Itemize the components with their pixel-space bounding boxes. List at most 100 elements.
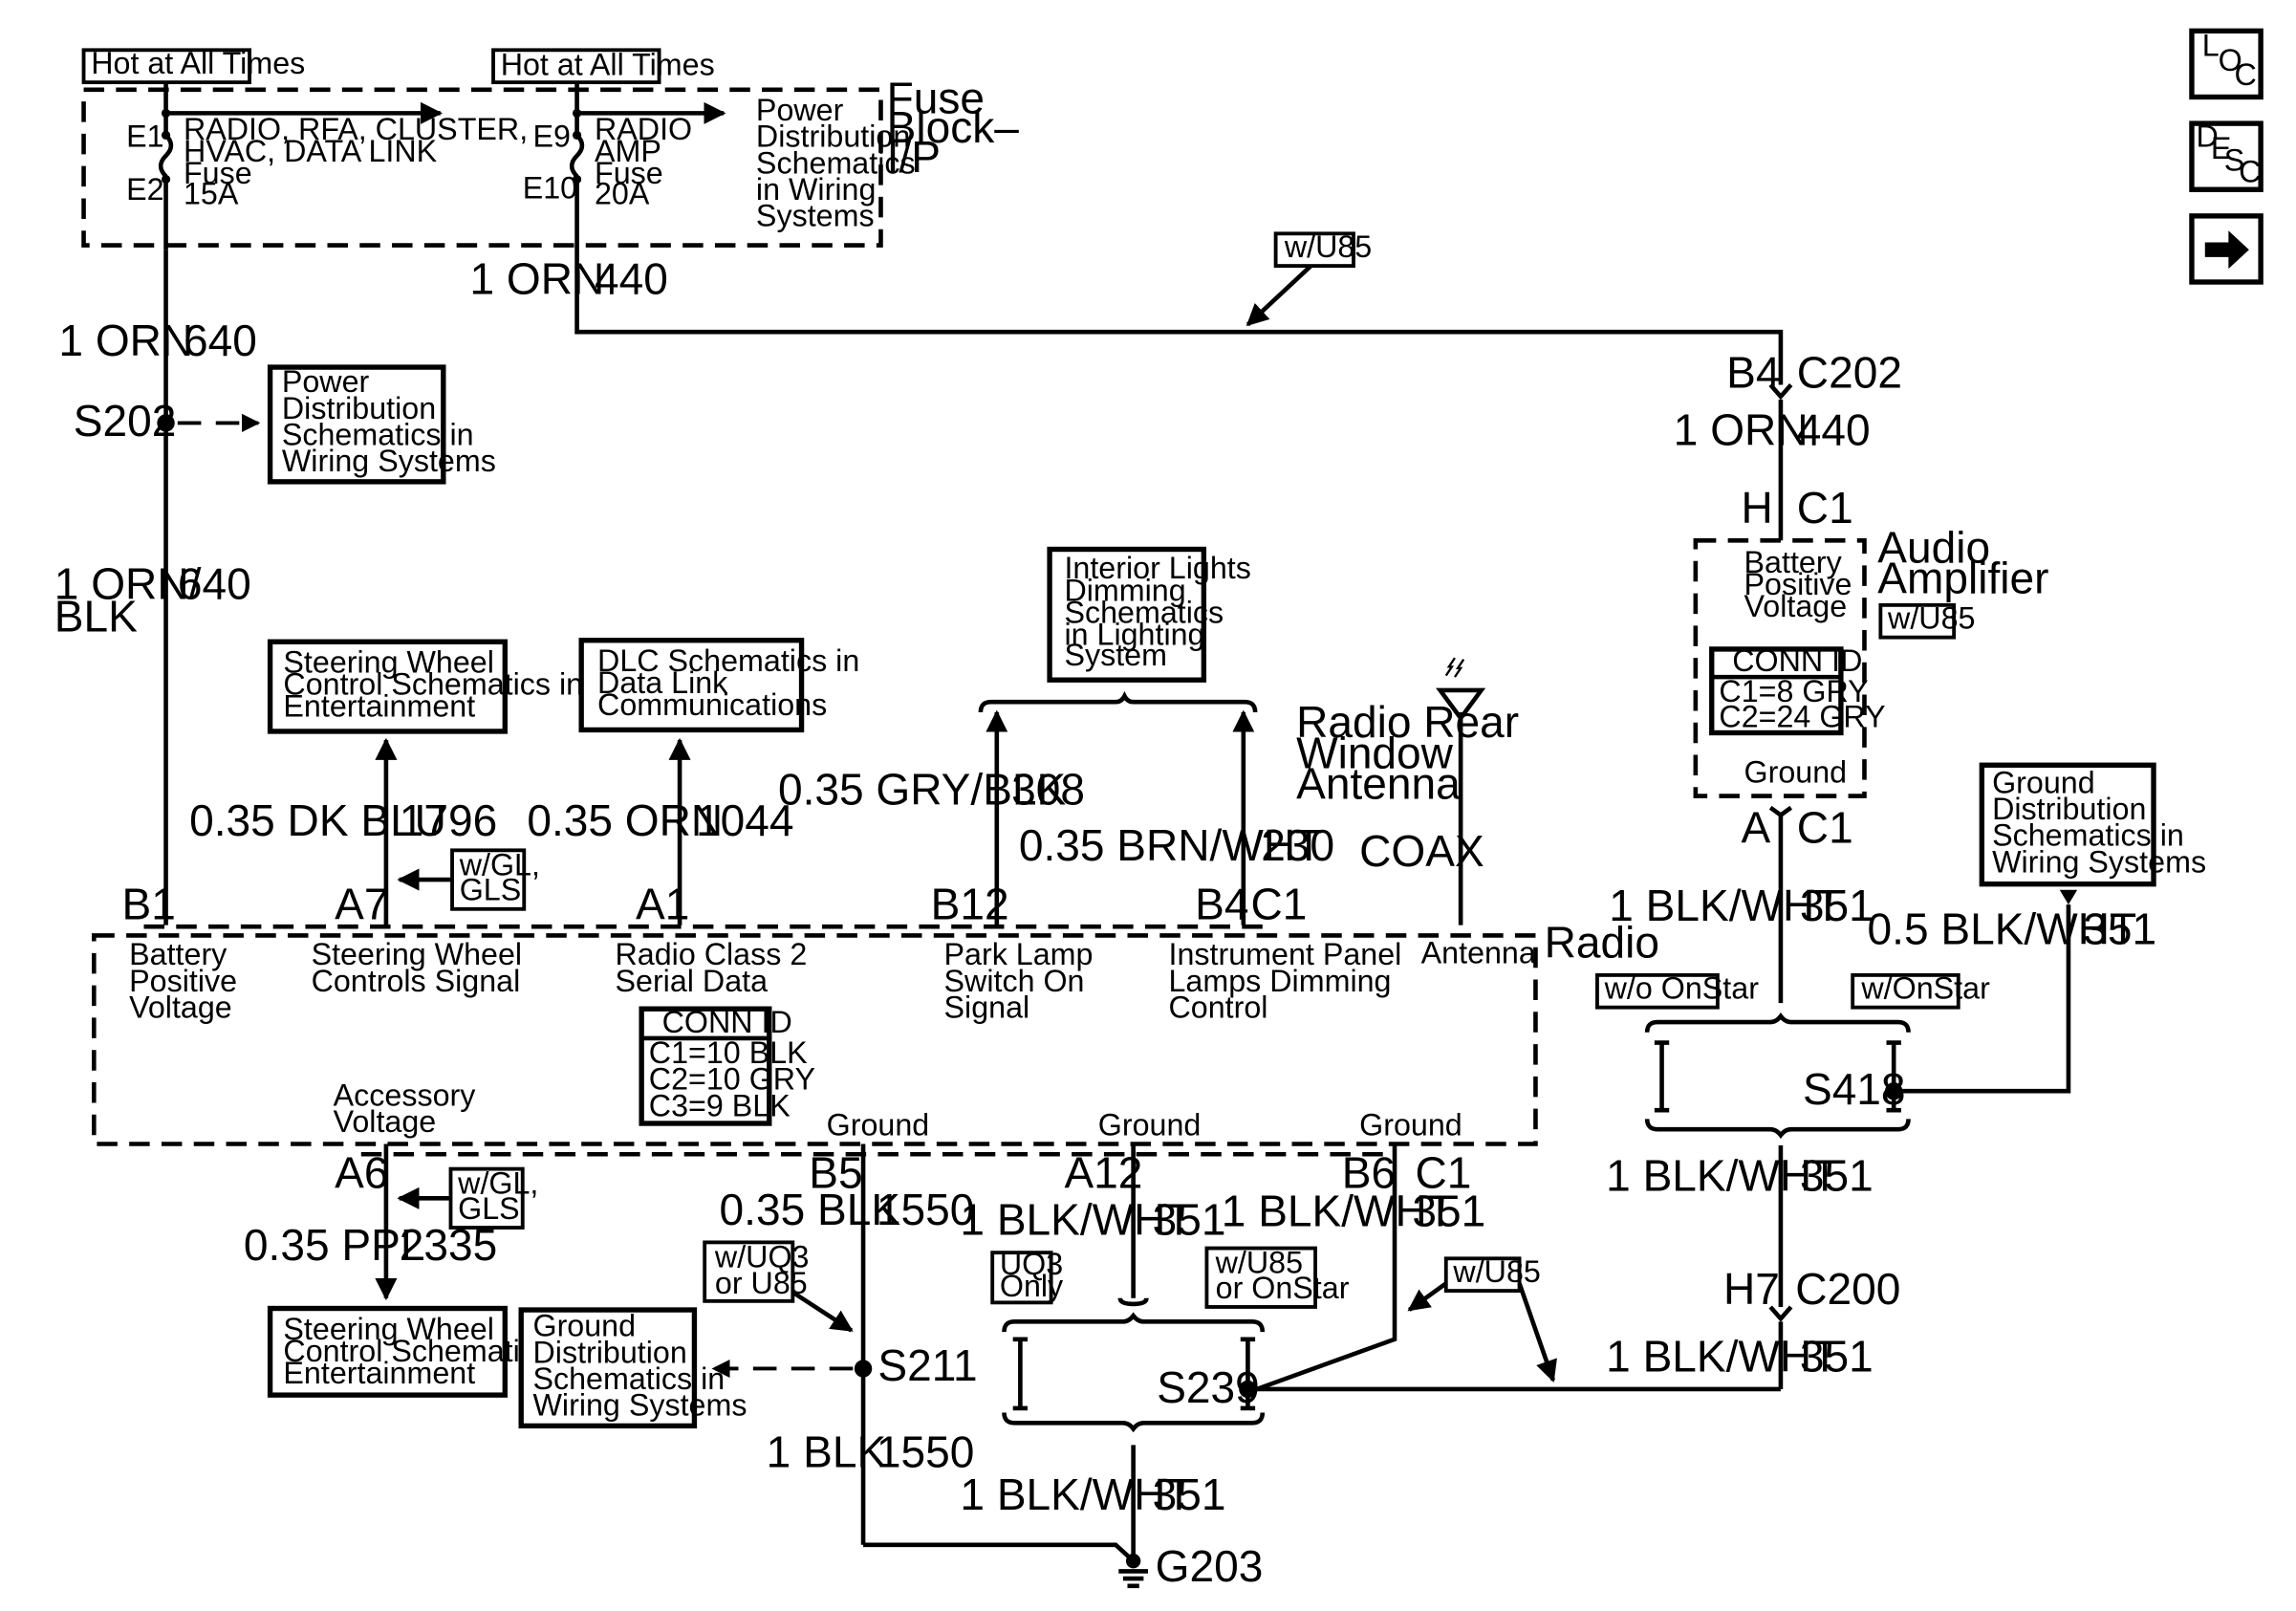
amp-title: Audio bbox=[1877, 522, 1990, 572]
ref-text[interactable]: DLC Schematics in bbox=[597, 643, 859, 678]
ref-text[interactable]: in Lighting bbox=[1064, 617, 1204, 651]
ref-box-steering-wheel[interactable] bbox=[267, 639, 509, 734]
option-label: w/GL, bbox=[459, 847, 540, 882]
ref-text[interactable]: Power bbox=[282, 364, 370, 399]
wire-color-label: 0.35 ORN bbox=[527, 795, 723, 845]
wire-color-label: 1 BLK/WHT bbox=[960, 1469, 1192, 1519]
radio-signal-label: Serial Data bbox=[616, 964, 769, 998]
ref-text[interactable]: Control Schematics in bbox=[283, 667, 583, 702]
ref-text[interactable]: Schematics bbox=[1064, 595, 1224, 629]
ref-text[interactable]: Ground bbox=[532, 1309, 636, 1343]
ground-g203: G203 bbox=[1156, 1541, 1264, 1591]
radio-pin: B12 bbox=[931, 880, 1009, 929]
connector-id: C202 bbox=[1797, 348, 1902, 398]
wire-color-label: 1 BLK/WHT bbox=[1609, 881, 1841, 930]
ref-text[interactable]: Distribution bbox=[282, 391, 436, 425]
circuit-640: 1 ORN 640 S202 Power Distribution Schema… bbox=[54, 250, 496, 925]
radio-signal-label: Signal bbox=[944, 990, 1030, 1024]
radio-signal-label: Control bbox=[1169, 990, 1268, 1024]
connector-id: C1 bbox=[1797, 803, 1853, 853]
circuit-number: 351 bbox=[1800, 1332, 1874, 1382]
ref-text[interactable]: Steering Wheel bbox=[283, 645, 494, 680]
ref-text[interactable]: Schematics in bbox=[1992, 818, 2184, 853]
circuit-number: 640 bbox=[178, 559, 251, 609]
ref-text[interactable]: Communications bbox=[597, 687, 827, 722]
next-page-button[interactable] bbox=[2189, 213, 2264, 285]
amp-signal-label: Positive bbox=[1744, 567, 1852, 601]
connector-id: C200 bbox=[1795, 1264, 1900, 1314]
ref-text[interactable]: Distribution bbox=[532, 1335, 686, 1369]
circuit-number: 1550 bbox=[877, 1426, 974, 1476]
ref-text[interactable]: Schematics in bbox=[282, 417, 474, 451]
option-label: w/U85 bbox=[1215, 1246, 1303, 1280]
option-label: or U85 bbox=[715, 1266, 808, 1300]
splice-s418: S418 bbox=[1803, 1064, 1906, 1114]
option-label: GLS bbox=[458, 1191, 520, 1226]
radio-connector: C1 bbox=[1416, 1148, 1472, 1198]
option-label: GLS bbox=[460, 873, 522, 907]
wire-color-label: 1 ORN bbox=[1674, 404, 1809, 454]
hot-at-all-times-label-1: Hot at All Times bbox=[91, 46, 305, 80]
splice-s202: S202 bbox=[74, 396, 177, 446]
power-distribution-ref[interactable]: Systems bbox=[756, 199, 875, 233]
ref-text[interactable]: Wiring Systems bbox=[532, 1388, 747, 1423]
radio-signal-label: Ground bbox=[827, 1107, 930, 1142]
wire-color-label: BLK bbox=[54, 592, 138, 642]
ref-text[interactable]: Ground bbox=[1992, 765, 2095, 799]
coax-label: COAX bbox=[1359, 826, 1484, 876]
radio-upper-circuits: Steering Wheel Control Schematics in Ent… bbox=[189, 546, 1519, 925]
circuit-number: 351 bbox=[1153, 1195, 1226, 1245]
fuse2-rating: 20A bbox=[595, 177, 650, 211]
wire-color-label: 1 BLK/WHT bbox=[1606, 1332, 1838, 1382]
power-distribution-ref[interactable]: Distribution bbox=[756, 120, 910, 154]
ref-text[interactable]: Entertainment bbox=[283, 1356, 475, 1390]
radio-pin: B5 bbox=[809, 1148, 862, 1198]
ref-text[interactable]: Wiring Systems bbox=[1992, 844, 2206, 879]
ref-box-steering-wheel-2[interactable] bbox=[267, 1305, 509, 1398]
power-distribution-ref[interactable]: in Wiring bbox=[756, 172, 876, 207]
ref-text[interactable]: Data Link bbox=[597, 665, 728, 700]
loc-button[interactable]: L O C bbox=[2189, 28, 2264, 100]
conn-id-row: C1=10 BLK bbox=[649, 1035, 808, 1070]
loc-letter: L bbox=[2202, 28, 2220, 62]
ref-box-ground-distribution-2[interactable] bbox=[1979, 762, 2156, 887]
ref-text[interactable]: Distribution bbox=[1992, 792, 2146, 826]
desc-letter: S bbox=[2224, 142, 2245, 177]
ref-text[interactable]: Dimming bbox=[1064, 573, 1185, 607]
ref-text[interactable]: System bbox=[1064, 638, 1167, 672]
wire-color-label: 1 BLK/WHT bbox=[1606, 1151, 1838, 1201]
fuse2-label: RADIO bbox=[595, 112, 692, 146]
power-distribution-ref[interactable]: Schematics bbox=[756, 145, 916, 180]
radio-signal-label: Radio Class 2 bbox=[616, 937, 808, 971]
radio-signal-label: Steering Wheel bbox=[312, 937, 523, 971]
circuit-number: 1550 bbox=[877, 1185, 974, 1234]
ref-text[interactable]: Interior Lights bbox=[1064, 551, 1250, 585]
ref-text[interactable]: Wiring Systems bbox=[282, 444, 496, 478]
radio-signal-label: Antenna bbox=[1421, 936, 1536, 970]
ref-box-interior-lights[interactable] bbox=[1047, 546, 1207, 683]
ref-box-dlc[interactable] bbox=[578, 638, 805, 733]
fuse-block-title: Block– bbox=[887, 102, 1020, 152]
desc-button[interactable]: D E S C bbox=[2189, 120, 2264, 192]
radio-pin: B1 bbox=[121, 880, 175, 929]
ref-box-power-distribution[interactable] bbox=[267, 364, 446, 485]
antenna-label: Antenna bbox=[1296, 759, 1461, 809]
splice-s211: S211 bbox=[877, 1340, 977, 1390]
radio-signal-label: Controls Signal bbox=[312, 964, 521, 998]
ref-text[interactable]: Schematics in bbox=[532, 1361, 725, 1396]
circuit-number: 640 bbox=[184, 316, 257, 365]
ref-text[interactable]: Entertainment bbox=[283, 689, 475, 724]
fuse-pin-e1: E1 bbox=[126, 120, 163, 154]
circuit-number: 351 bbox=[1800, 881, 1874, 930]
circuit-number: 440 bbox=[1797, 404, 1871, 454]
radio-signal-label: Voltage bbox=[334, 1104, 437, 1139]
ref-text[interactable]: Steering Wheel bbox=[283, 1312, 494, 1346]
radio-conn-id-table bbox=[639, 1006, 772, 1126]
power-distribution-ref[interactable]: Power bbox=[756, 93, 844, 127]
wire-color-label: 0.5 BLK/WHT bbox=[1868, 904, 2137, 954]
radio-signal-label: Accessory bbox=[334, 1078, 477, 1113]
radio-pin: A1 bbox=[636, 880, 689, 929]
ref-box-ground-distribution[interactable] bbox=[518, 1307, 698, 1429]
radio-signal-label: Ground bbox=[1098, 1107, 1202, 1142]
fuse-pin-e9: E9 bbox=[532, 120, 570, 154]
